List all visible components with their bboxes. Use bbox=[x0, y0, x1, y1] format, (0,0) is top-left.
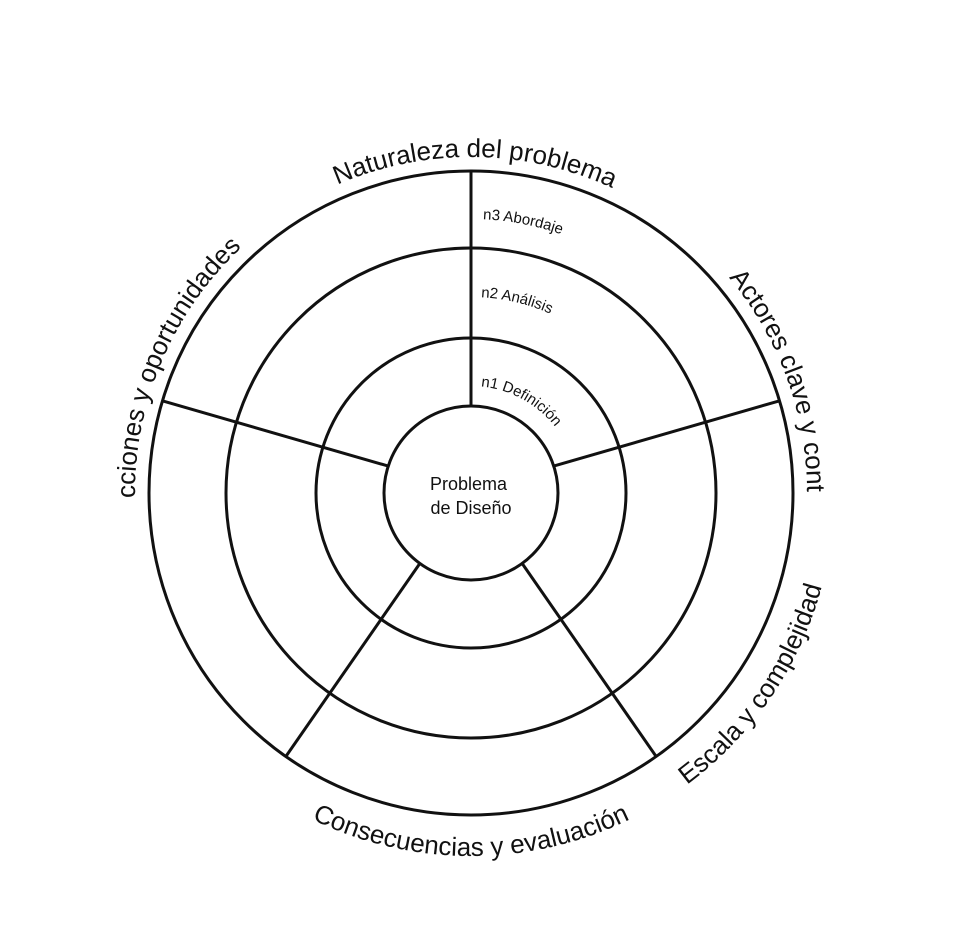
level-label-n3: n3 Abordaje bbox=[483, 206, 566, 238]
level-label-n3-text: n3 Abordaje bbox=[483, 206, 566, 238]
sector-label-escala-text: Escala y complejidad bbox=[672, 580, 827, 790]
sector-label-naturaleza: Naturaleza del problema bbox=[328, 133, 622, 194]
divider-right bbox=[553, 399, 780, 468]
divider-bottom-right bbox=[520, 562, 658, 758]
sector-label-consecuencias: Consecuencias y evaluación bbox=[309, 797, 633, 862]
level-label-n2: n2 Análisis bbox=[481, 284, 556, 317]
sector-label-escala: Escala y complejidad bbox=[672, 580, 827, 790]
sector-label-restricciones-text: Restricciones y oportunidades bbox=[0, 0, 246, 498]
center-label-line-1: Problema bbox=[430, 474, 508, 494]
level-label-n1-text: n1 Definición bbox=[480, 373, 565, 429]
divider-bottom-left bbox=[284, 562, 422, 758]
sector-label-restricciones: Restricciones y oportunidades bbox=[0, 0, 246, 498]
sector-label-consecuencias-text: Consecuencias y evaluación bbox=[309, 797, 633, 862]
sector-label-naturaleza-text: Naturaleza del problema bbox=[328, 133, 622, 194]
center-label-line-2: de Diseño bbox=[430, 498, 511, 518]
level-label-n2-text: n2 Análisis bbox=[481, 284, 556, 317]
divider-left bbox=[162, 399, 389, 468]
center-label: Problema de Diseño bbox=[430, 474, 512, 518]
level-label-n1: n1 Definición bbox=[480, 373, 565, 429]
